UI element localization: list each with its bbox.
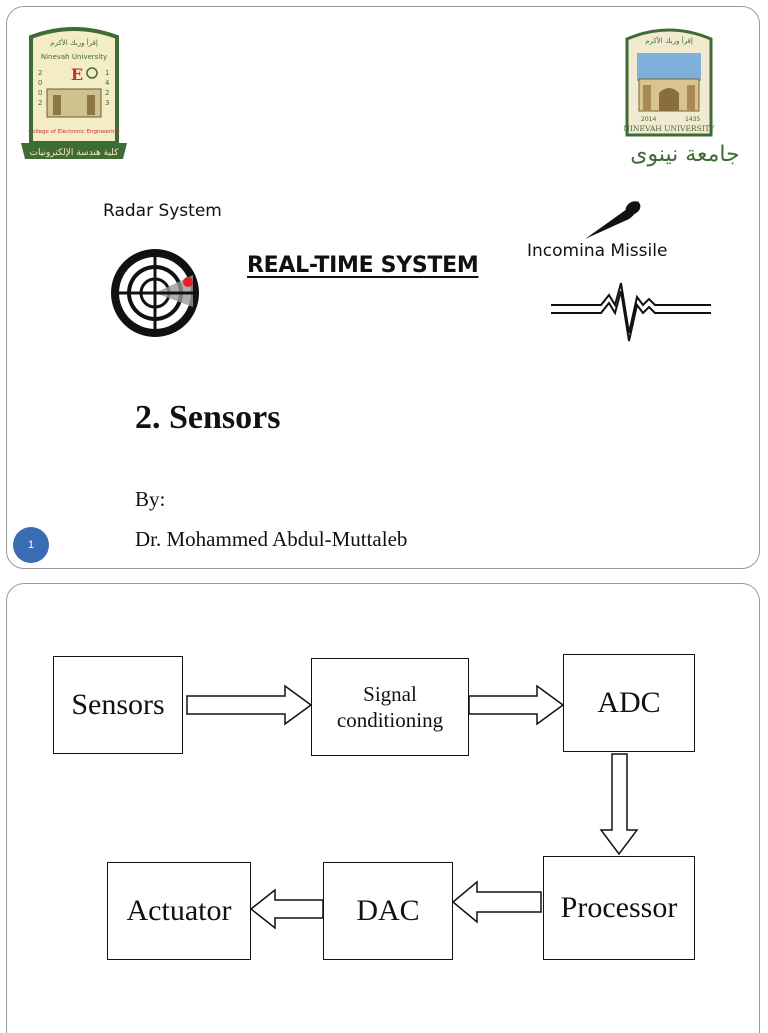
svg-text:1: 1	[105, 69, 109, 77]
svg-text:0: 0	[38, 89, 42, 97]
arrow-adc-to-processor	[599, 753, 639, 856]
svg-text:1435: 1435	[685, 116, 700, 123]
signal-label-line1: Signal	[363, 681, 417, 706]
arrow-sensors-to-signal	[186, 684, 313, 726]
signal-label-line2: conditioning	[336, 708, 444, 732]
university-logo: إقرأ وربك الأكرم 2014 1435 NINEVAH UNIVE…	[623, 28, 740, 167]
svg-text:Ninevah University: Ninevah University	[41, 53, 107, 61]
arrow-dac-to-actuator	[249, 888, 324, 930]
svg-text:كلية هندسة الإلكترونيات: كلية هندسة الإلكترونيات	[30, 148, 120, 158]
svg-text:إقرأ وربك الأكرم: إقرأ وربك الأكرم	[645, 36, 693, 45]
radar-system-label: Radar System	[103, 201, 222, 221]
svg-text:2: 2	[38, 99, 42, 107]
dac-label: DAC	[356, 894, 420, 927]
arrow-processor-to-dac	[451, 880, 542, 924]
by-label: By:	[135, 487, 166, 511]
svg-text:2014: 2014	[641, 116, 656, 123]
processor-block: Processor	[543, 856, 695, 960]
missile-icon	[585, 201, 641, 239]
arrow-signal-to-adc	[468, 684, 565, 726]
signal-conditioning-block: Signal conditioning	[311, 658, 469, 756]
title-slide: إقرأ وربك الأكرم Ninevah University E 2 …	[6, 6, 760, 569]
svg-text:E: E	[71, 65, 83, 84]
sensors-label: Sensors	[71, 688, 165, 721]
svg-text:College of Electronic Engineer: College of Electronic Engineering	[28, 129, 119, 135]
processor-label: Processor	[560, 891, 678, 924]
flow-arrows	[186, 684, 639, 930]
slide-title: 2. Sensors	[135, 399, 281, 436]
radar-icon	[111, 249, 199, 337]
svg-text:3: 3	[105, 99, 109, 107]
college-logo: إقرأ وربك الأكرم Ninevah University E 2 …	[21, 27, 127, 159]
sensors-block: Sensors	[53, 656, 183, 754]
page-number-badge: 1	[13, 527, 49, 563]
svg-text:4: 4	[105, 79, 110, 87]
dac-block: DAC	[323, 862, 453, 960]
block-diagram-slide: Sensors Signal conditioning ADC Processo…	[6, 583, 760, 1033]
adc-label: ADC	[597, 686, 661, 719]
author-name: Dr. Mohammed Abdul-Muttaleb	[135, 527, 408, 551]
svg-text:2: 2	[38, 69, 42, 77]
adc-block: ADC	[563, 654, 695, 752]
svg-text:إقرأ وربك الأكرم: إقرأ وربك الأكرم	[50, 38, 98, 47]
real-time-system-heading: REAL-TIME SYSTEM	[247, 253, 479, 278]
actuator-label: Actuator	[126, 894, 232, 927]
signal-wave-icon	[551, 282, 711, 342]
svg-text:جامعة نينوى: جامعة نينوى	[630, 142, 739, 167]
svg-text:0: 0	[38, 79, 42, 87]
svg-text:2: 2	[105, 89, 109, 97]
actuator-block: Actuator	[107, 862, 251, 960]
incoming-missile-label: Incomina Missile	[527, 241, 668, 261]
svg-text:NINEVAH UNIVERSITY: NINEVAH UNIVERSITY	[623, 124, 715, 133]
